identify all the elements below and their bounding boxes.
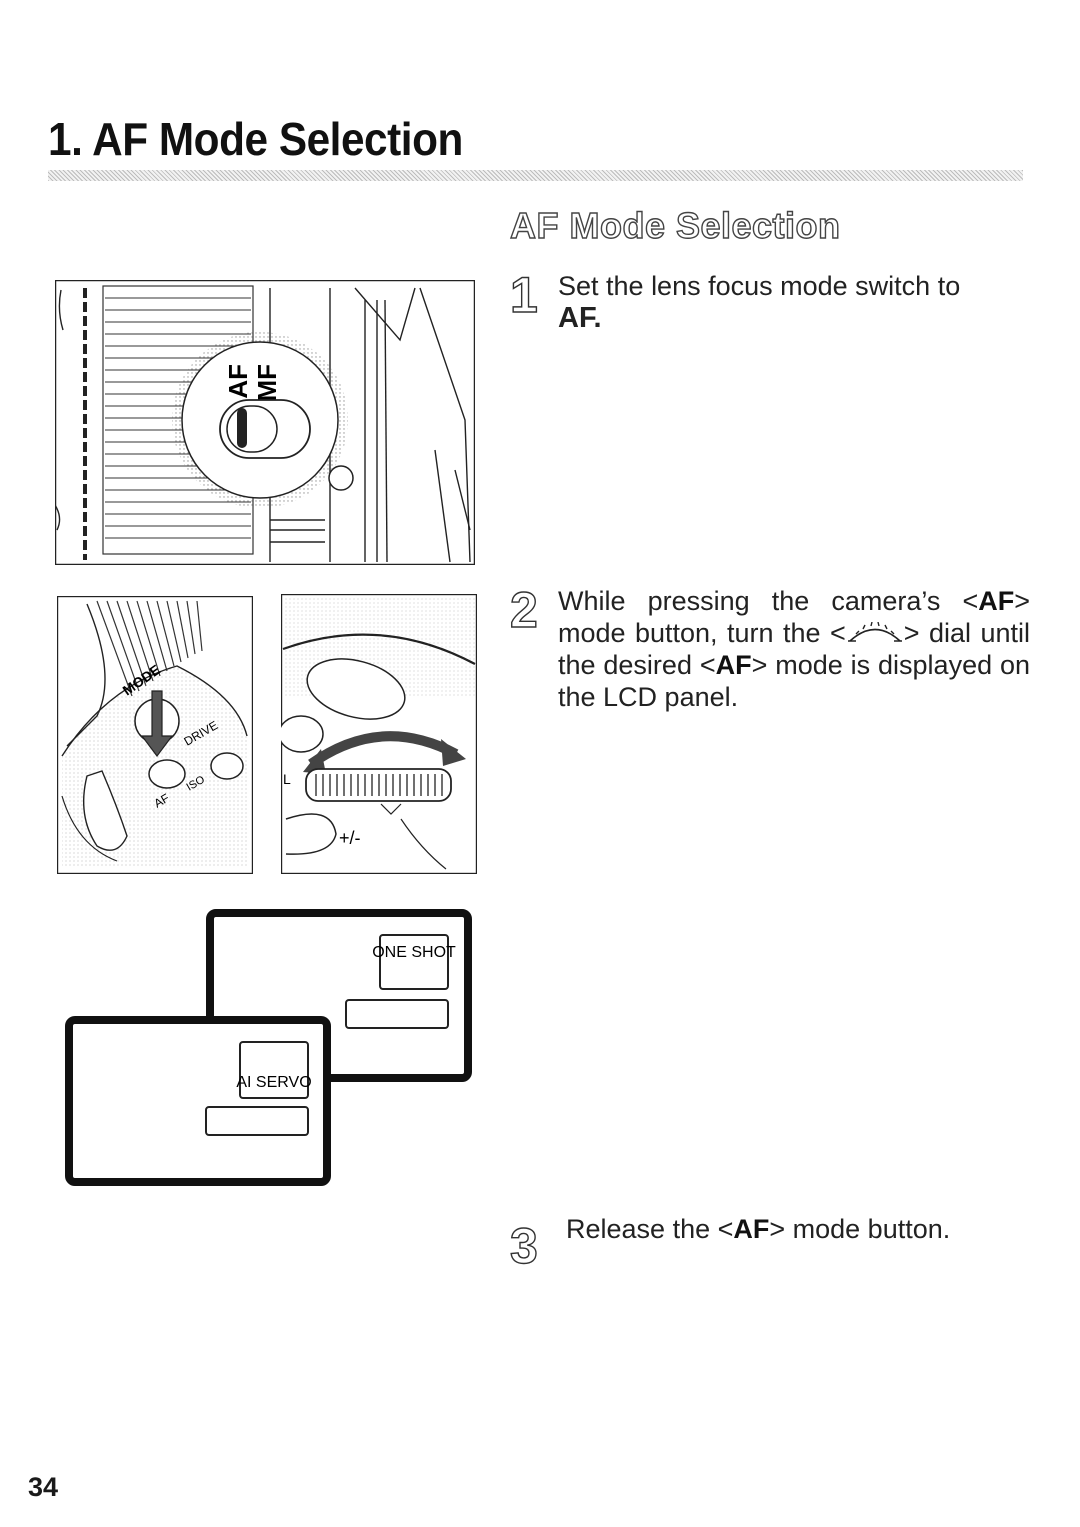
lens-switch-illustration: AF MF: [55, 280, 475, 565]
step-3-part-c: > mode button.: [769, 1214, 951, 1244]
lcd-panels-illustration: ONE SHOT AI SERVO: [65, 909, 472, 1186]
step-2-part-f: > mode is displayed on the LCD panel.: [558, 650, 1031, 712]
step-number: 3: [509, 1218, 538, 1274]
step-3-af-emphasis: AF: [733, 1214, 770, 1244]
page-title: 1. AF Mode Selection: [48, 113, 463, 165]
ai-servo-indicator: AI SERVO: [236, 1074, 311, 1091]
l-label: L: [283, 771, 291, 787]
step-1-emphasis: AF: [558, 302, 594, 334]
step-2-af-emphasis: AF: [978, 586, 1015, 616]
af-button-label: AF: [152, 791, 172, 811]
step-2-part-c: > mode button, turn the <: [558, 586, 1030, 648]
section-heading: AF Mode Selection: [509, 204, 841, 246]
step-number: 1: [509, 267, 538, 323]
step-1-suffix: .: [593, 302, 602, 334]
step-number: 2: [509, 582, 538, 638]
page-number: 34: [28, 1472, 59, 1502]
exposure-compensation-label: +/-: [339, 828, 361, 848]
step-2-part-d: > dial until the desired <: [558, 618, 1030, 680]
step-text: Release the <AF> mode button.: [566, 1213, 1030, 1245]
step-text: Set the lens focus mode switch to AF.: [558, 270, 1030, 334]
main-dial-icon: [847, 621, 902, 642]
title-rule: [48, 170, 1023, 181]
step-1-text: Set the lens focus mode switch to: [558, 271, 961, 301]
step-2-af-emphasis-2: AF: [715, 650, 752, 680]
one-shot-indicator: ONE SHOT: [372, 944, 456, 961]
step-3: 3 Release the <AF> mode button.: [509, 1213, 1030, 1272]
lens-af-label: AF: [223, 364, 253, 399]
camera-mode-button-illustration: MODE DRIVE AF ISO: [57, 596, 253, 874]
step-text: While pressing the camera’s <AF> mode bu…: [558, 585, 1030, 713]
step-1: 1 Set the lens focus mode switch to AF.: [509, 267, 1030, 334]
main-dial-illustration: L +/-: [281, 594, 477, 874]
step-3-part-a: Release the <: [566, 1214, 734, 1244]
af-mode-button: [148, 759, 186, 789]
step-2: 2 While pressing the camera’s <AF> mode …: [509, 582, 1030, 713]
lens-mf-label: MF: [252, 364, 282, 402]
step-2-part-a: While pressing the camera’s <: [558, 586, 979, 616]
